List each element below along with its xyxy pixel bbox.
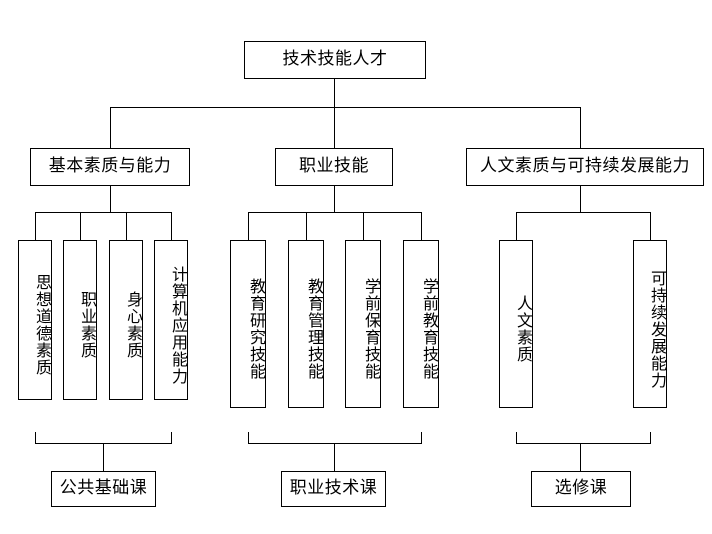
connector-group1-gather-right [171,432,172,444]
connector-group1-drop-4 [171,212,172,240]
connector-level2-drop-1 [110,107,111,148]
connector-group3-stem [580,186,581,212]
node-computer-application-ability[interactable]: 计算机应用能力 [154,240,188,400]
node-professional-quality[interactable]: 职业素质 [63,240,97,400]
node-education-research-skill[interactable]: 教育研究技能 [230,240,266,408]
connector-group1-stem [110,186,111,212]
connector-group2-drop-2 [306,212,307,240]
connector-group1-gather-left [35,432,36,444]
connector-group1-bus [35,212,172,213]
connector-group2-gather-left [248,432,249,444]
connector-root-stem [334,79,335,108]
node-humanistic-quality[interactable]: 人文素质 [499,240,533,408]
connector-group1-drop-3 [126,212,127,240]
node-ideological-moral-quality[interactable]: 思想道德素质 [18,240,52,400]
node-education-management-skill[interactable]: 教育管理技能 [288,240,324,408]
connector-group2-drop-4 [421,212,422,240]
node-vocational-skills[interactable]: 职业技能 [275,148,393,186]
connector-group1-gather-stem [103,443,104,471]
node-preschool-education-skill[interactable]: 学前教育技能 [403,240,439,408]
node-vocational-technical-course[interactable]: 职业技术课 [281,471,386,507]
connector-group2-bus [248,212,421,213]
connector-group3-gather-stem [580,443,581,471]
node-preschool-care-skill[interactable]: 学前保育技能 [345,240,381,408]
connector-group3-drop-1 [516,212,517,240]
connector-group1-drop-2 [80,212,81,240]
connector-group2-gather-stem [334,443,335,471]
connector-group2-stem [334,186,335,212]
connector-group2-gather-right [421,432,422,444]
connector-group3-gather-left [516,432,517,444]
connector-group2-drop-1 [248,212,249,240]
node-physical-mental-quality[interactable]: 身心素质 [109,240,143,400]
connector-group3-bus [516,212,651,213]
connector-group3-drop-2 [650,212,651,240]
node-humanistic-and-sustainable-ability[interactable]: 人文素质与可持续发展能力 [466,148,704,186]
connector-group3-gather-bus [516,443,651,444]
connector-group1-drop-1 [35,212,36,240]
connector-group2-drop-3 [363,212,364,240]
node-basic-quality-and-ability[interactable]: 基本素质与能力 [30,148,190,186]
connector-level2-drop-3 [580,107,581,148]
node-elective-course[interactable]: 选修课 [531,471,631,507]
node-sustainable-development-ability[interactable]: 可持续发展能力 [633,240,667,408]
connector-level2-drop-2 [334,107,335,148]
connector-group3-gather-right [650,432,651,444]
connector-level2-bus [110,107,580,108]
node-public-basic-course[interactable]: 公共基础课 [51,471,156,507]
node-root-technical-skill-talent[interactable]: 技术技能人才 [244,41,426,79]
